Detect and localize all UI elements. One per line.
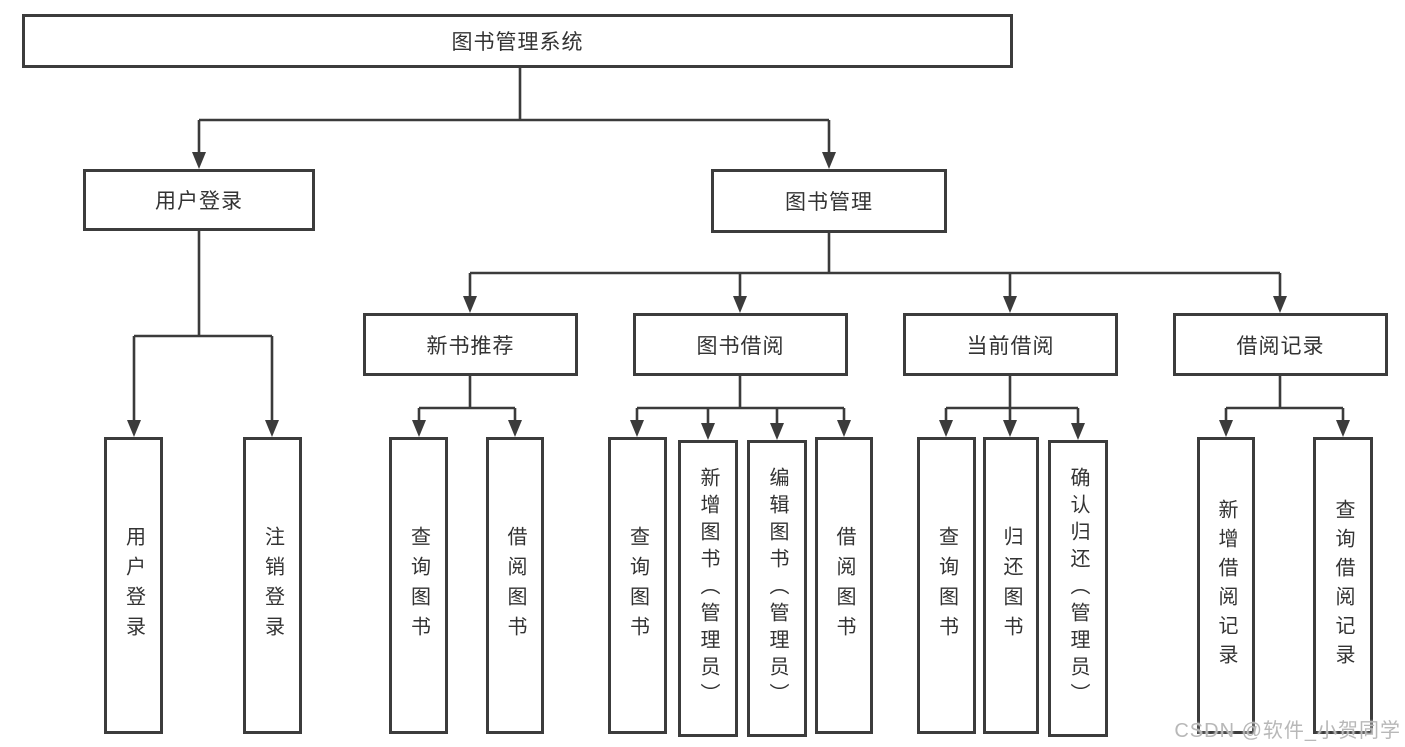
leaf-rec-query-books: 查询图书 — [389, 437, 448, 734]
node-root-label: 图书管理系统 — [451, 31, 584, 54]
leaf-rec-borrow-books-label: 借阅图书 — [504, 525, 526, 646]
leaf-rec-query-books-label: 查询图书 — [407, 525, 430, 646]
node-user-login: 用户登录 — [83, 169, 315, 231]
leaf-borrow-books: 借阅图书 — [815, 437, 873, 734]
node-borrow-records-label: 借阅记录 — [1236, 334, 1325, 358]
leaf-borrow-query-books: 查询图书 — [608, 437, 667, 734]
leaf-add-borrow-record-label: 新增借阅记录 — [1215, 498, 1237, 673]
leaf-return-books: 归还图书 — [983, 437, 1039, 734]
leaf-edit-books-admin-label: 编辑图书（管理员） — [766, 467, 788, 710]
leaf-rec-borrow-books: 借阅图书 — [486, 437, 544, 734]
leaf-logout: 注销登录 — [243, 437, 302, 734]
leaf-add-books-admin: 新增图书（管理员） — [678, 440, 738, 737]
leaf-logout-label: 注销登录 — [261, 525, 284, 646]
node-current-borrow-label: 当前借阅 — [966, 334, 1055, 358]
node-root-system: 图书管理系统 — [22, 14, 1013, 68]
leaf-query-borrow-record: 查询借阅记录 — [1313, 437, 1373, 734]
node-book-management: 图书管理 — [711, 169, 947, 233]
leaf-current-query-books-label: 查询图书 — [935, 525, 958, 646]
leaf-borrow-books-label: 借阅图书 — [833, 525, 855, 646]
leaf-query-borrow-record-label: 查询借阅记录 — [1332, 498, 1354, 673]
leaf-return-books-label: 归还图书 — [1000, 525, 1022, 646]
node-book-management-label: 图书管理 — [785, 191, 873, 214]
node-current-borrow: 当前借阅 — [903, 313, 1118, 376]
node-new-book-recommend-label: 新书推荐 — [426, 334, 515, 358]
node-book-borrow-label: 图书借阅 — [696, 334, 785, 358]
node-new-book-recommend: 新书推荐 — [363, 313, 578, 376]
leaf-edit-books-admin: 编辑图书（管理员） — [747, 440, 807, 737]
connector-arrowheads — [127, 152, 1350, 440]
leaf-borrow-query-books-label: 查询图书 — [626, 525, 649, 646]
csdn-watermark: CSDN @软件_小贺同学 — [1174, 720, 1401, 742]
leaf-current-query-books: 查询图书 — [917, 437, 976, 734]
node-borrow-records: 借阅记录 — [1173, 313, 1388, 376]
leaf-add-borrow-record: 新增借阅记录 — [1197, 437, 1255, 734]
connector-lines — [132, 68, 1345, 427]
node-book-borrow: 图书借阅 — [633, 313, 848, 376]
node-user-login-label: 用户登录 — [155, 190, 243, 213]
leaf-add-books-admin-label: 新增图书（管理员） — [697, 467, 719, 710]
leaf-user-login: 用户登录 — [104, 437, 163, 734]
leaf-confirm-return-admin: 确认归还（管理员） — [1048, 440, 1108, 737]
leaf-confirm-return-admin-label: 确认归还（管理员） — [1067, 467, 1089, 710]
leaf-user-login-label: 用户登录 — [122, 525, 145, 646]
